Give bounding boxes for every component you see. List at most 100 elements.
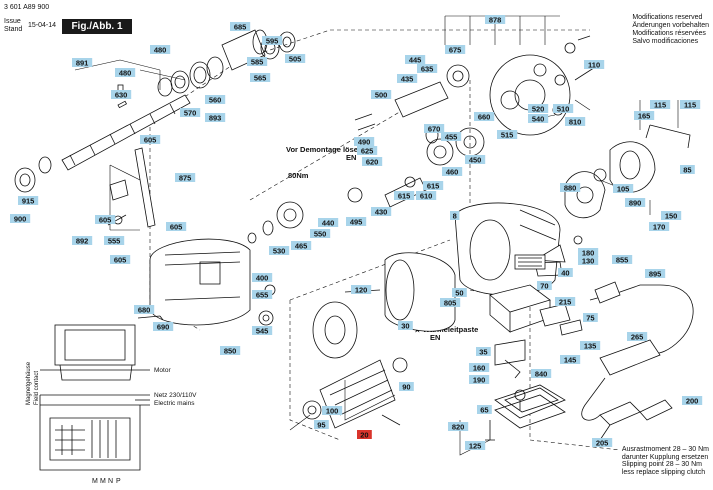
assembly-guide-lines bbox=[149, 29, 621, 451]
part-label-540: 540 bbox=[528, 114, 549, 123]
part-label-bg bbox=[175, 173, 196, 182]
part-label-205: 205 bbox=[592, 438, 613, 447]
part-label-bg bbox=[285, 54, 306, 63]
part-label-text: 875 bbox=[179, 173, 192, 182]
part-label-text: 8 bbox=[453, 211, 457, 220]
part-label-878: 878 bbox=[485, 15, 506, 24]
part-label-bg bbox=[649, 222, 670, 231]
part-label-text: 165 bbox=[638, 111, 651, 120]
part-label-text: 840 bbox=[535, 369, 548, 378]
part-label-bg bbox=[553, 104, 574, 113]
part-label-text: 510 bbox=[557, 104, 570, 113]
part-label-40: 40 bbox=[558, 268, 573, 277]
part-label-bg bbox=[634, 111, 655, 120]
terminal-m1: M bbox=[92, 478, 98, 485]
part-label-bg bbox=[322, 406, 343, 415]
part-label-bg bbox=[450, 211, 460, 220]
part-label-480: 480 bbox=[115, 68, 136, 77]
part-label-text: 620 bbox=[366, 157, 379, 166]
part-label-bg bbox=[180, 108, 201, 117]
terminal-m2: M bbox=[100, 478, 106, 485]
part-label-bg bbox=[310, 229, 331, 238]
part-label-text: 455 bbox=[445, 132, 458, 141]
part-label-text: 660 bbox=[478, 112, 491, 121]
thermal-paste-note: ★ Wärmeleitpaste bbox=[414, 325, 479, 334]
part-label-bg bbox=[357, 146, 378, 155]
part-label-bg bbox=[528, 114, 549, 123]
part-label-text: 675 bbox=[449, 45, 462, 54]
part-label-570: 570 bbox=[180, 108, 201, 117]
part-label-bg bbox=[416, 191, 437, 200]
part-label-893: 893 bbox=[205, 113, 226, 122]
part-label-585: 585 bbox=[247, 57, 268, 66]
part-label-text: 115 bbox=[654, 100, 666, 109]
part-label-text: 810 bbox=[569, 117, 582, 126]
part-label-text: 630 bbox=[115, 90, 128, 99]
part-label-text: 690 bbox=[157, 322, 170, 331]
part-label-545: 545 bbox=[252, 326, 273, 335]
part-label-text: 170 bbox=[653, 222, 666, 231]
part-label-480: 480 bbox=[150, 45, 171, 54]
part-label-bg bbox=[205, 113, 226, 122]
part-label-text: 880 bbox=[564, 183, 577, 192]
part-label-bg bbox=[452, 288, 467, 297]
part-label-810: 810 bbox=[565, 117, 586, 126]
part-label-20: 20 bbox=[357, 430, 372, 439]
part-label-635: 635 bbox=[417, 64, 438, 73]
part-label-bg bbox=[497, 130, 518, 139]
part-label-8: 8 bbox=[450, 211, 460, 220]
part-label-490: 490 bbox=[354, 137, 375, 146]
part-label-text: 820 bbox=[452, 422, 465, 431]
part-label-615: 615 bbox=[394, 191, 415, 200]
rear-housing bbox=[454, 124, 691, 296]
part-label-text: 435 bbox=[401, 74, 414, 83]
part-label-bg bbox=[394, 191, 415, 200]
part-label-text: 530 bbox=[273, 246, 286, 255]
part-label-bg bbox=[583, 313, 598, 322]
part-label-text: 85 bbox=[683, 165, 691, 174]
part-label-bg bbox=[578, 248, 599, 257]
part-label-text: 200 bbox=[686, 396, 699, 405]
part-label-880: 880 bbox=[560, 183, 581, 192]
part-label-text: 855 bbox=[616, 255, 629, 264]
note-line: Modifications réservées bbox=[632, 30, 706, 37]
part-label-text: 65 bbox=[480, 405, 488, 414]
leader-lines bbox=[74, 15, 679, 456]
part-label-text: 490 bbox=[358, 137, 371, 146]
part-label-text: 680 bbox=[138, 305, 151, 314]
part-label-text: 891 bbox=[76, 58, 89, 67]
part-label-bg bbox=[250, 73, 271, 82]
part-number: 3 601 A89 900 bbox=[4, 4, 50, 11]
part-label-bg bbox=[485, 15, 506, 24]
part-label-text: 505 bbox=[289, 54, 302, 63]
part-label-bg bbox=[650, 100, 671, 109]
part-label-30: 30 bbox=[398, 321, 413, 330]
part-label-bg bbox=[580, 341, 601, 350]
part-label-bg bbox=[95, 215, 116, 224]
part-label-bg bbox=[252, 290, 273, 299]
part-label-75: 75 bbox=[583, 313, 598, 322]
field-contact-label-2: Field contact bbox=[34, 371, 40, 405]
part-label-610: 610 bbox=[416, 191, 437, 200]
part-label-text: 495 bbox=[350, 217, 363, 226]
part-label-bg bbox=[448, 422, 469, 431]
part-label-text: 615 bbox=[427, 181, 440, 190]
part-label-35: 35 bbox=[476, 347, 491, 356]
part-label-text: 480 bbox=[154, 45, 167, 54]
note-line: Modifications reserved bbox=[632, 14, 703, 21]
part-label-95: 95 bbox=[314, 420, 329, 429]
part-label-bg bbox=[371, 90, 392, 99]
part-label-115: 115 bbox=[650, 100, 671, 109]
part-label-text: 670 bbox=[428, 124, 441, 133]
part-label-text: 895 bbox=[649, 269, 662, 278]
part-label-bg bbox=[220, 346, 241, 355]
part-label-text: 605 bbox=[144, 135, 157, 144]
part-label-bg bbox=[680, 100, 701, 109]
part-label-135: 135 bbox=[580, 341, 601, 350]
terminal-n: N bbox=[108, 478, 113, 485]
part-label-text: 430 bbox=[375, 207, 388, 216]
part-label-bg bbox=[440, 298, 461, 307]
part-label-875: 875 bbox=[175, 173, 196, 182]
part-label-bg bbox=[613, 184, 634, 193]
part-label-560: 560 bbox=[205, 95, 226, 104]
